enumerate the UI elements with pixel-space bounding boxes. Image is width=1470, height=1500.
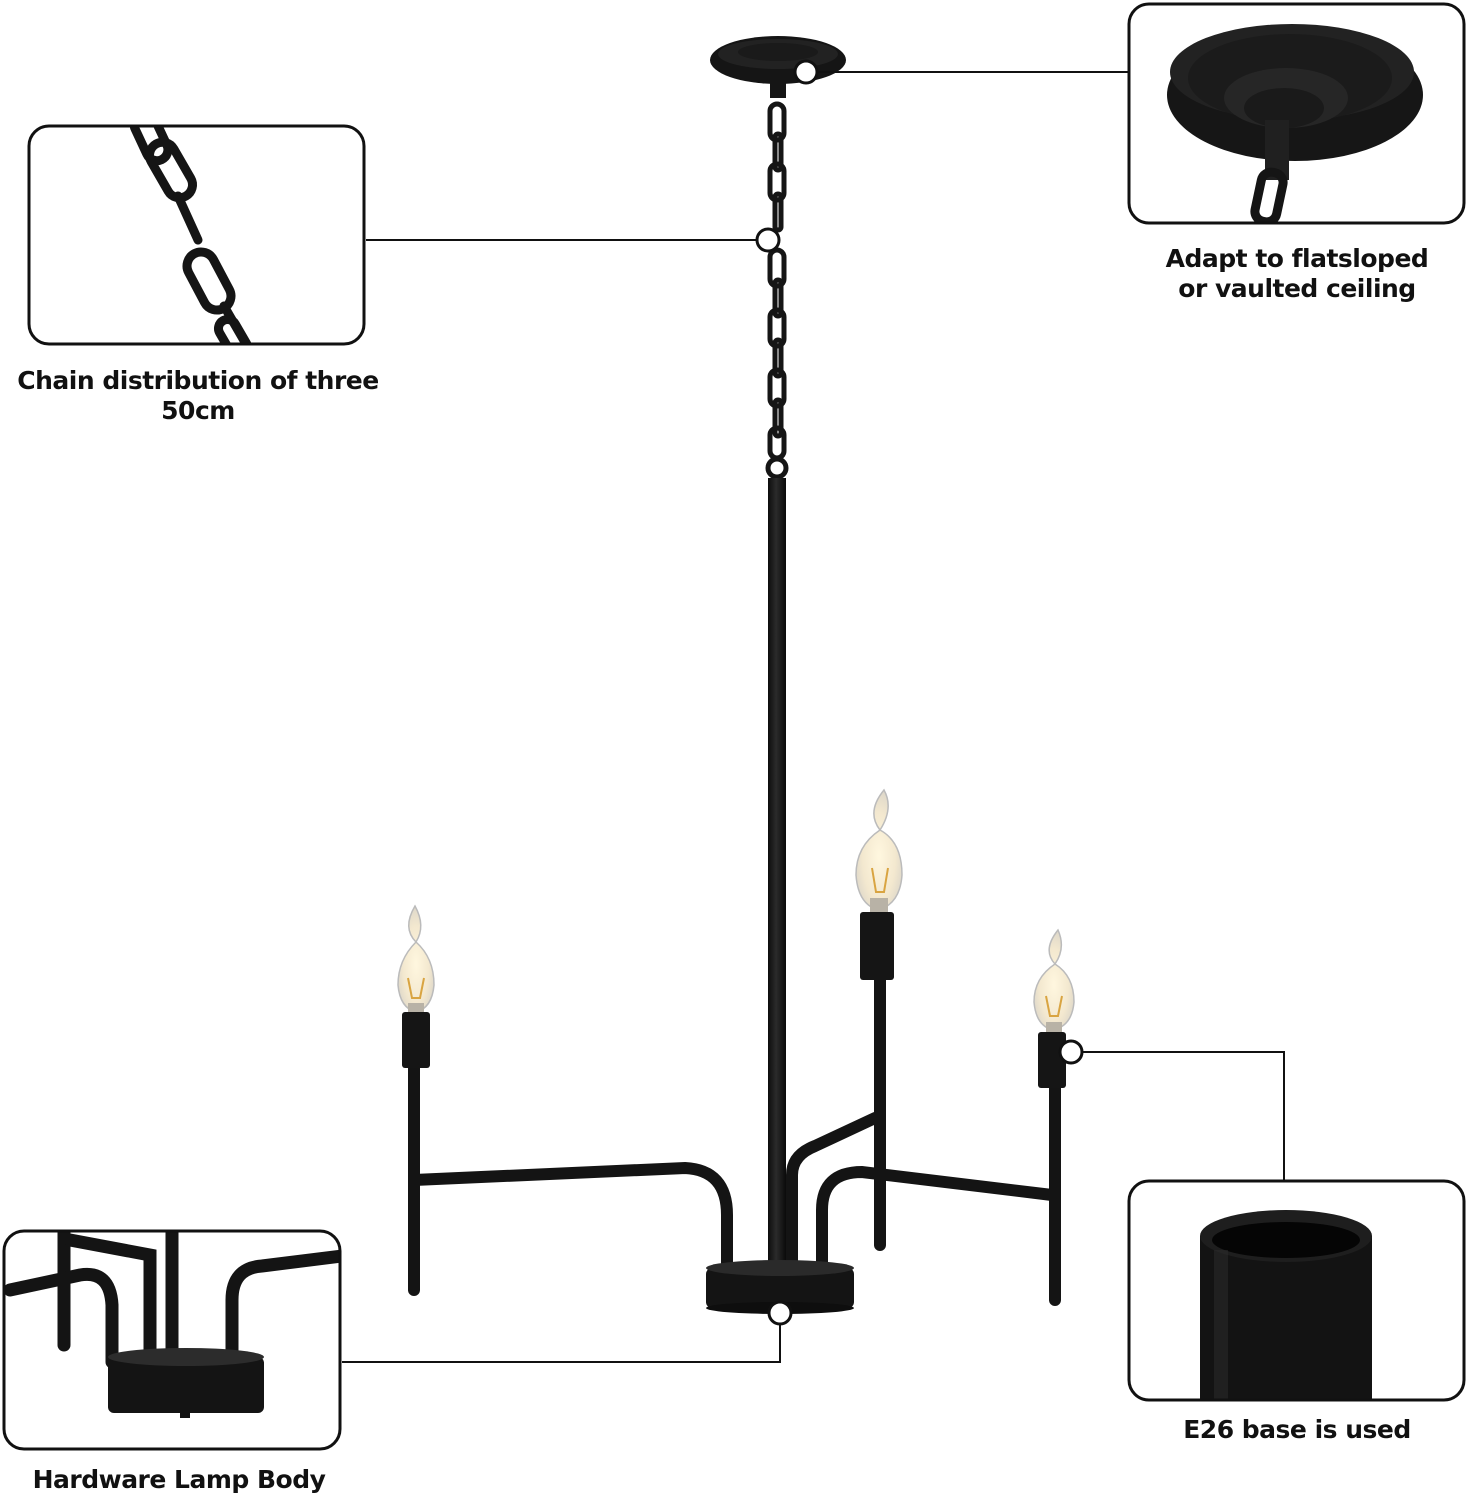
candle-bulb-left	[397, 904, 435, 1013]
socket-right	[1038, 1032, 1066, 1088]
base-detail-frame	[1127, 1179, 1466, 1402]
leader-lines	[342, 71, 1285, 1363]
socket-center	[860, 912, 894, 980]
body-caption: Hardware Lamp Body	[0, 1465, 358, 1495]
canopy-caption: Adapt to flatsloped or vaulted ceiling	[1130, 244, 1464, 304]
chain-detail-frame	[27, 124, 366, 346]
body-detail-frame	[2, 1229, 342, 1451]
chain-detail-box	[27, 124, 366, 346]
e26-socket-detail-box	[1127, 1179, 1466, 1402]
lamp-body-detail-box	[2, 1229, 342, 1451]
canopy-detail-frame	[1127, 2, 1466, 225]
ceiling-canopy-detail-box	[1127, 2, 1466, 225]
body-caption-line1: Hardware Lamp Body	[32, 1465, 326, 1494]
chain	[765, 101, 789, 480]
canopy-caption-line2: or vaulted ceiling	[1178, 274, 1416, 303]
socket-left	[402, 1012, 430, 1068]
chain-caption-line2: 50cm	[161, 396, 235, 425]
ceiling-canopy	[710, 36, 846, 98]
candle-bulb-right	[1033, 928, 1075, 1032]
chain-caption: Chain distribution of three 50cm	[0, 366, 396, 426]
callout-markers	[755, 59, 1084, 1326]
lamp-arms	[408, 954, 1061, 1306]
candle-bulb-center	[855, 788, 903, 912]
canopy-caption-line1: Adapt to flatsloped	[1165, 244, 1429, 273]
chandelier	[397, 36, 1075, 1314]
base-caption: E26 base is used	[1128, 1415, 1466, 1445]
chain-caption-line1: Chain distribution of three	[17, 366, 379, 395]
down-rod	[768, 478, 786, 1286]
base-caption-line1: E26 base is used	[1183, 1415, 1411, 1444]
